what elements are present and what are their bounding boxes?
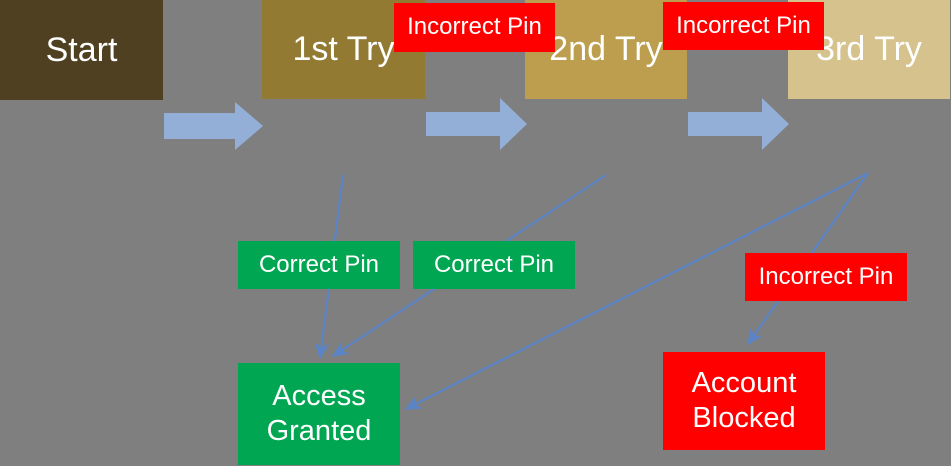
label-incorrect-pin-1: Incorrect Pin: [394, 3, 555, 52]
node-start: Start: [0, 0, 163, 100]
block-arrow-try1-to-try2: [426, 98, 527, 150]
node-access-granted: Access Granted: [238, 363, 400, 465]
node-account-blocked: Account Blocked: [663, 352, 825, 450]
connector-try3-to-access-granted: [404, 172, 869, 410]
label-correct-pin-2: Correct Pin: [413, 241, 575, 289]
block-arrow-start-to-try1: [164, 102, 263, 150]
label-incorrect-pin-3: Incorrect Pin: [745, 253, 907, 301]
block-arrow-try2-to-try3: [688, 98, 789, 150]
label-incorrect-pin-2: Incorrect Pin: [663, 2, 824, 50]
label-correct-pin-1: Correct Pin: [238, 241, 400, 289]
